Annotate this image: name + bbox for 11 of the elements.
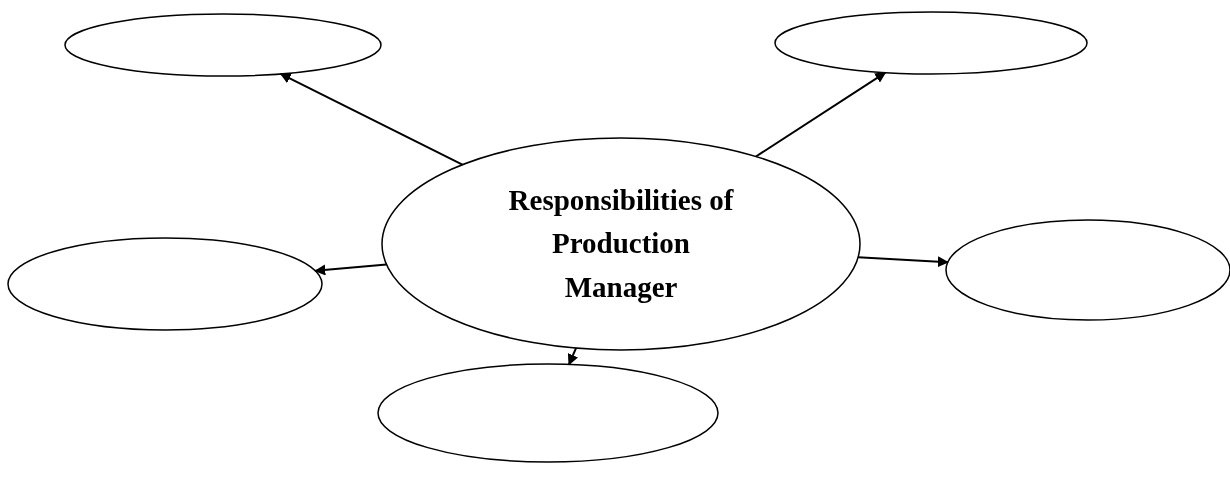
blank-oval: [378, 364, 718, 462]
arrow: [314, 263, 388, 276]
topic-title: Responsibilities of Production Manager: [507, 182, 735, 305]
arrow: [567, 347, 578, 366]
blank-oval: [8, 238, 322, 330]
blank-oval: [775, 12, 1087, 74]
arrow: [279, 72, 464, 166]
arrow: [857, 256, 949, 268]
topic-oval: [382, 138, 860, 350]
arrow: [754, 71, 887, 158]
blank-oval: [65, 14, 381, 76]
